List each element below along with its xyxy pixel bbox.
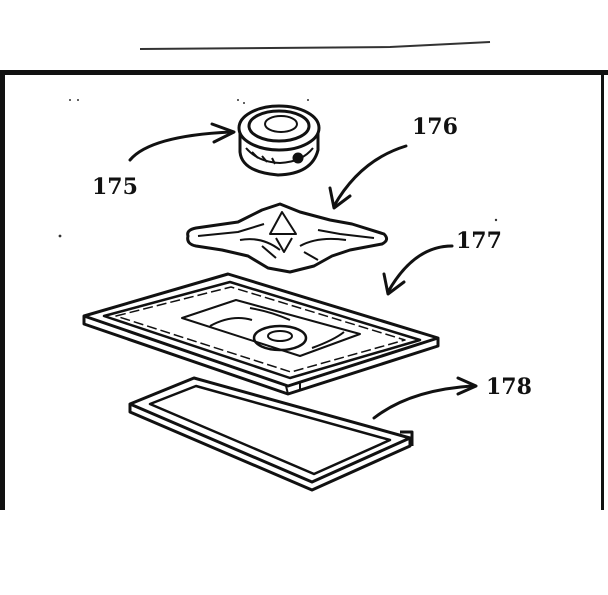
arrowhead-177 (382, 272, 406, 296)
top-rule-line (139, 41, 491, 50)
part-176-support (186, 202, 389, 274)
callout-175: 175 (92, 174, 138, 200)
part-177-tray (82, 272, 440, 396)
callout-178: 178 (486, 374, 532, 400)
leader-175 (128, 130, 232, 162)
callout-177: 177 (456, 228, 502, 254)
scan-speckles (58, 99, 498, 238)
leader-177 (386, 244, 454, 294)
leader-176 (332, 144, 408, 208)
frame-border (0, 70, 608, 510)
leader-178 (372, 384, 474, 420)
arrowhead-176 (328, 186, 352, 210)
arrowhead-178 (456, 376, 478, 396)
arrowhead-175 (210, 122, 236, 144)
leader-arrows (128, 122, 478, 420)
part-178-drip-tray (128, 376, 414, 492)
callout-176: 176 (412, 114, 458, 140)
part-175-coupling (237, 104, 321, 177)
